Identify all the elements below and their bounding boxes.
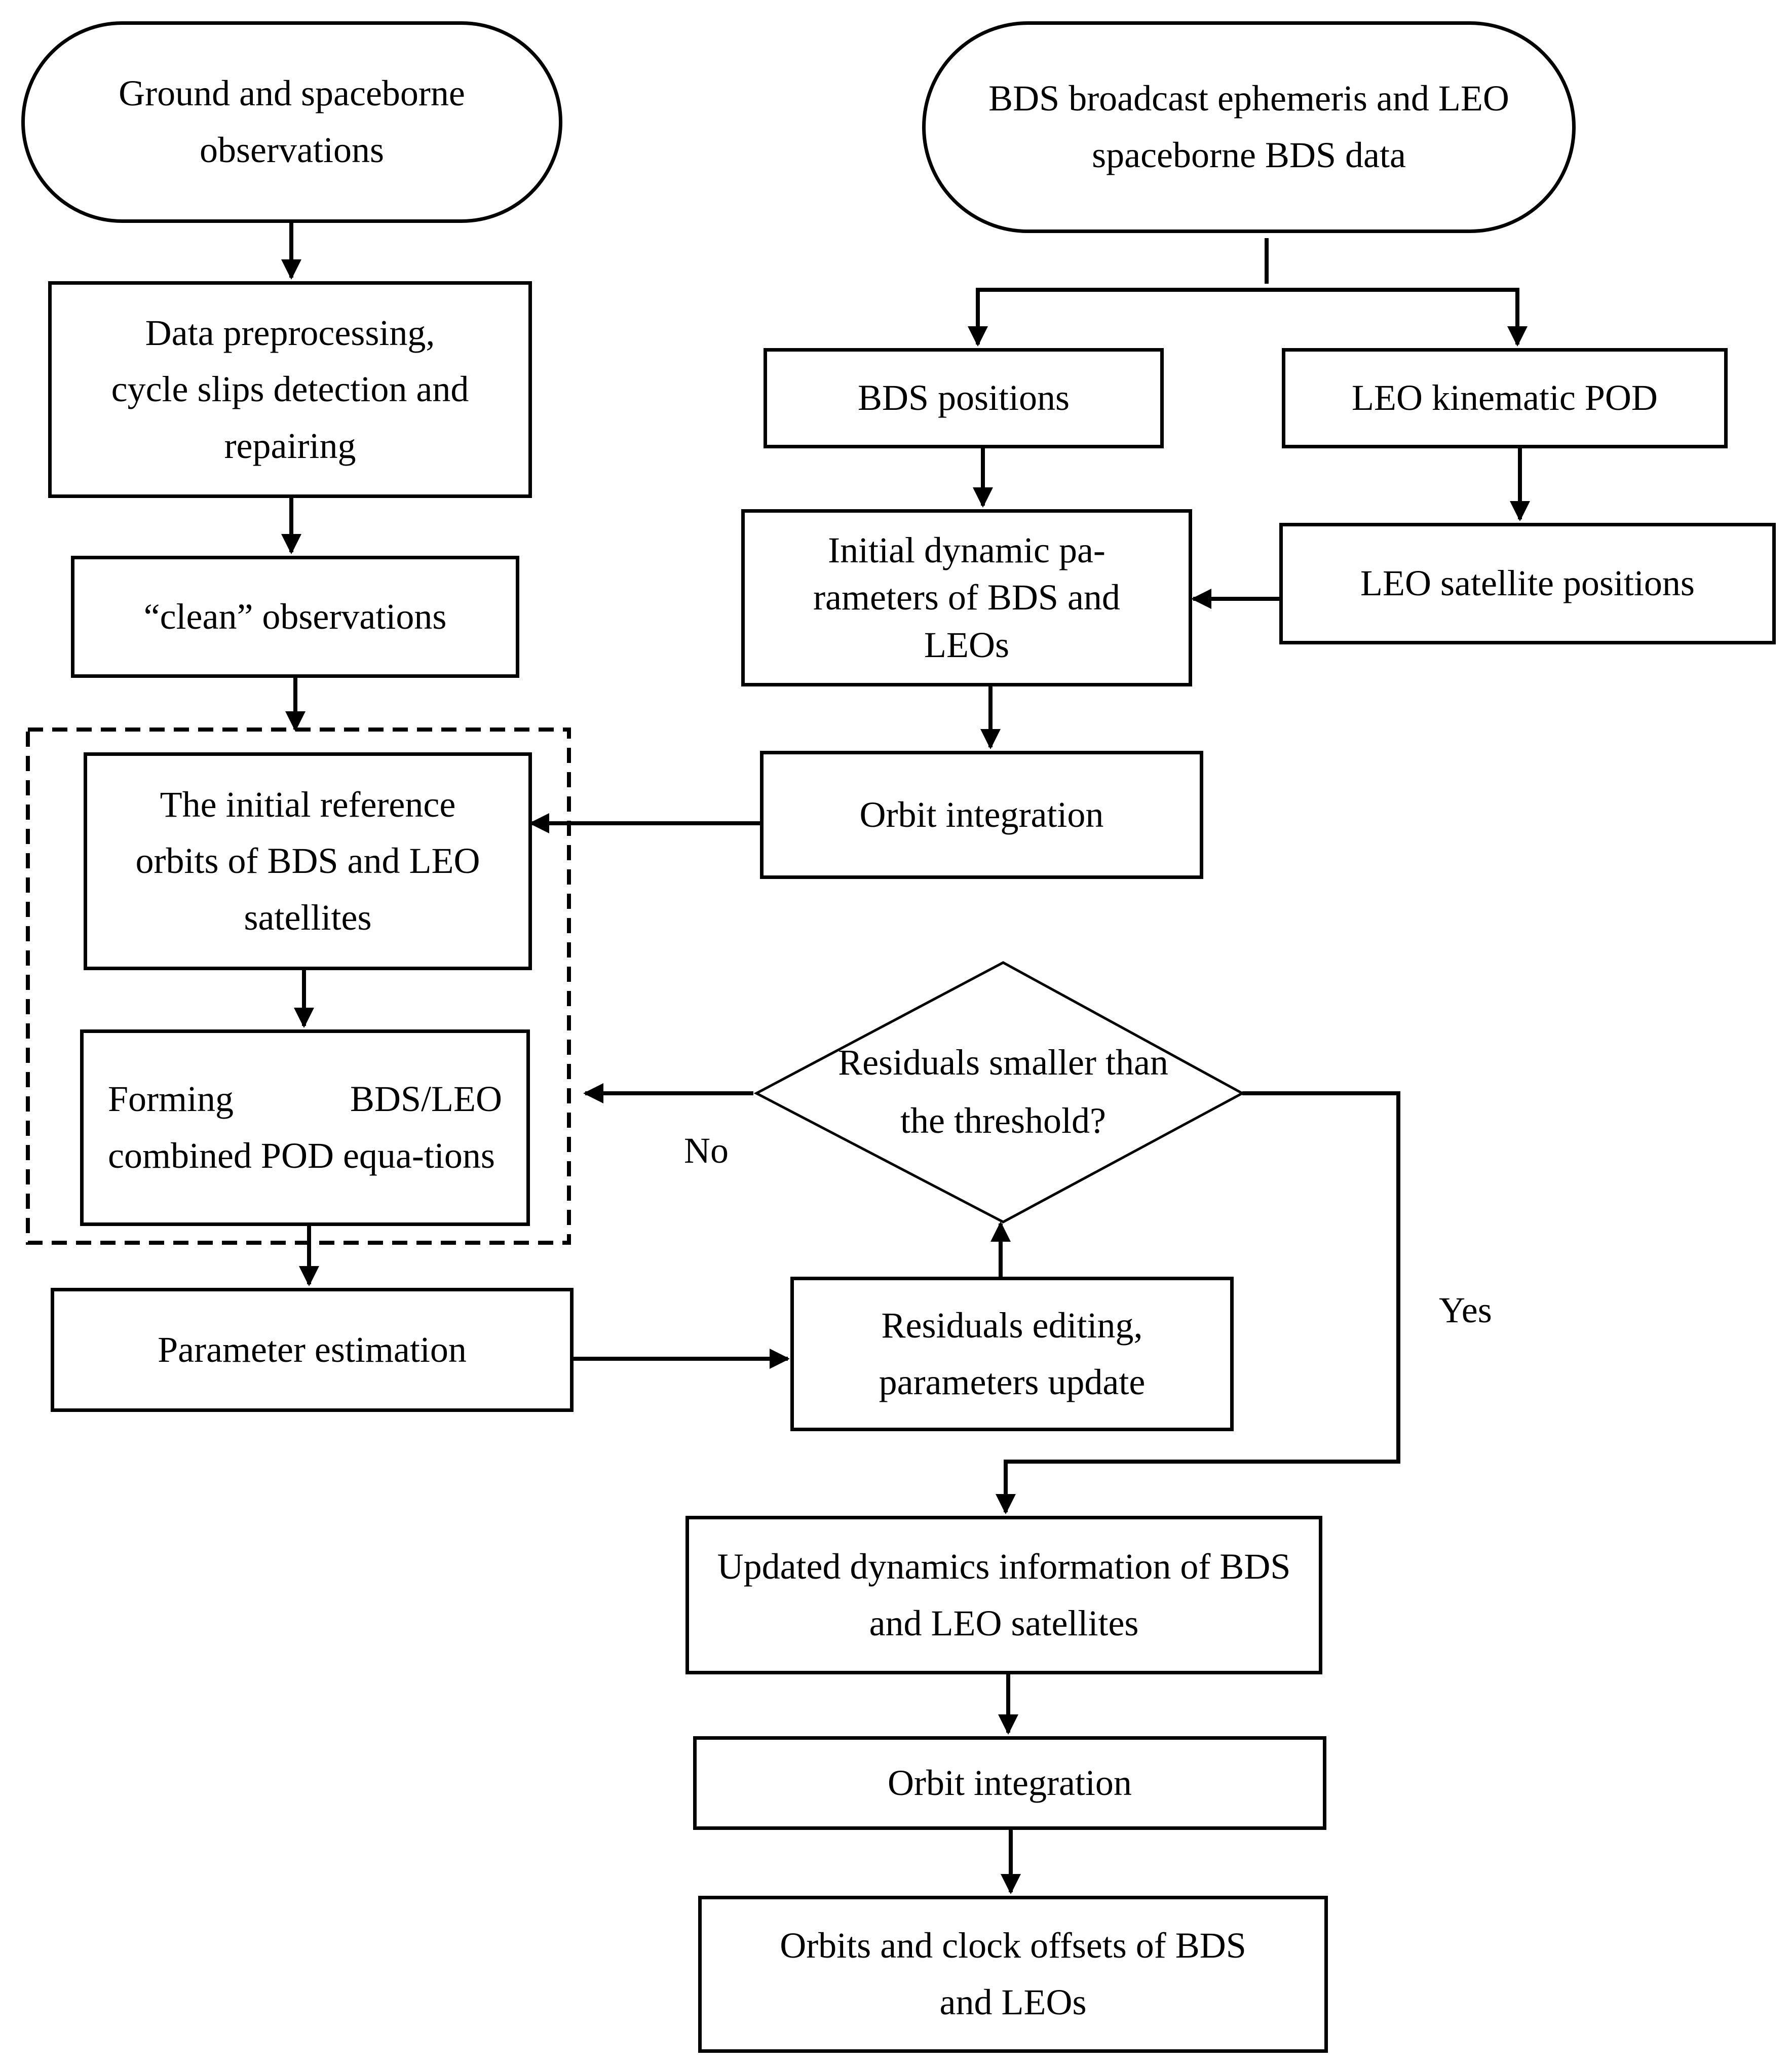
process-orbit-integration-1-text: Orbit integration [859, 794, 1104, 835]
process-updated-dynamics-text: Updated dynamics information of BDS and … [717, 1546, 1291, 1643]
process-parameter-estimation: Parameter estimation [51, 1288, 574, 1412]
process-leo-kinematic-pod-text: LEO kinematic POD [1352, 377, 1658, 418]
process-orbit-integration-1: Orbit integration [760, 751, 1203, 879]
decision-residuals-threshold-text: Residuals smaller than the threshold? [838, 1042, 1168, 1141]
process-leo-kinematic-pod: LEO kinematic POD [1282, 348, 1728, 448]
process-parameter-estimation-text: Parameter estimation [158, 1329, 467, 1370]
terminal-ground-observations-text: Ground and spaceborne observations [119, 73, 465, 170]
process-updated-dynamics: Updated dynamics information of BDS and … [685, 1516, 1322, 1674]
process-residuals-editing-text: Residuals editing, parameters update [879, 1305, 1146, 1402]
terminal-bds-ephemeris: BDS broadcast ephemeris and LEO spacebor… [922, 21, 1576, 233]
terminal-orbits-clock-offsets: Orbits and clock offsets of BDS and LEOs [698, 1896, 1328, 2053]
process-orbit-integration-2: Orbit integration [693, 1736, 1326, 1830]
process-orbit-integration-2-text: Orbit integration [888, 1762, 1132, 1803]
process-clean-observations-text: “clean” observations [143, 596, 447, 637]
process-residuals-editing: Residuals editing, parameters update [790, 1277, 1234, 1431]
process-initial-reference-orbits: The initial reference orbits of BDS and … [84, 752, 532, 970]
process-initial-dynamic-parameters: Initial dynamic pa-rameters of BDS and L… [741, 509, 1192, 686]
process-leo-satellite-positions-text: LEO satellite positions [1360, 563, 1695, 604]
decision-residuals-threshold: Residuals smaller than the threshold? [816, 1034, 1191, 1150]
terminal-ground-observations: Ground and spaceborne observations [21, 21, 562, 223]
process-forming-equations: Forming BDS/LEO combined POD equa-tions [80, 1029, 530, 1226]
terminal-orbits-clock-offsets-text: Orbits and clock offsets of BDS and LEOs [780, 1925, 1246, 2022]
label-no: No [684, 1130, 729, 1171]
terminal-bds-ephemeris-text: BDS broadcast ephemeris and LEO spacebor… [988, 78, 1509, 175]
process-initial-reference-orbits-text: The initial reference orbits of BDS and … [135, 784, 480, 938]
process-initial-dynamic-parameters-text: Initial dynamic pa-rameters of BDS and L… [813, 529, 1120, 665]
process-leo-satellite-positions: LEO satellite positions [1279, 523, 1776, 644]
process-data-preprocessing-text: Data preprocessing, cycle slips detectio… [111, 312, 469, 466]
process-bds-positions-text: BDS positions [857, 377, 1070, 418]
arrow-decision-yes [996, 1091, 1400, 1514]
process-bds-positions: BDS positions [764, 348, 1164, 448]
process-forming-equations-text: Forming BDS/LEO combined POD equa-tions [108, 1079, 502, 1176]
process-clean-observations: “clean” observations [71, 556, 519, 678]
label-yes: Yes [1439, 1290, 1492, 1330]
process-data-preprocessing: Data preprocessing, cycle slips detectio… [48, 281, 532, 498]
